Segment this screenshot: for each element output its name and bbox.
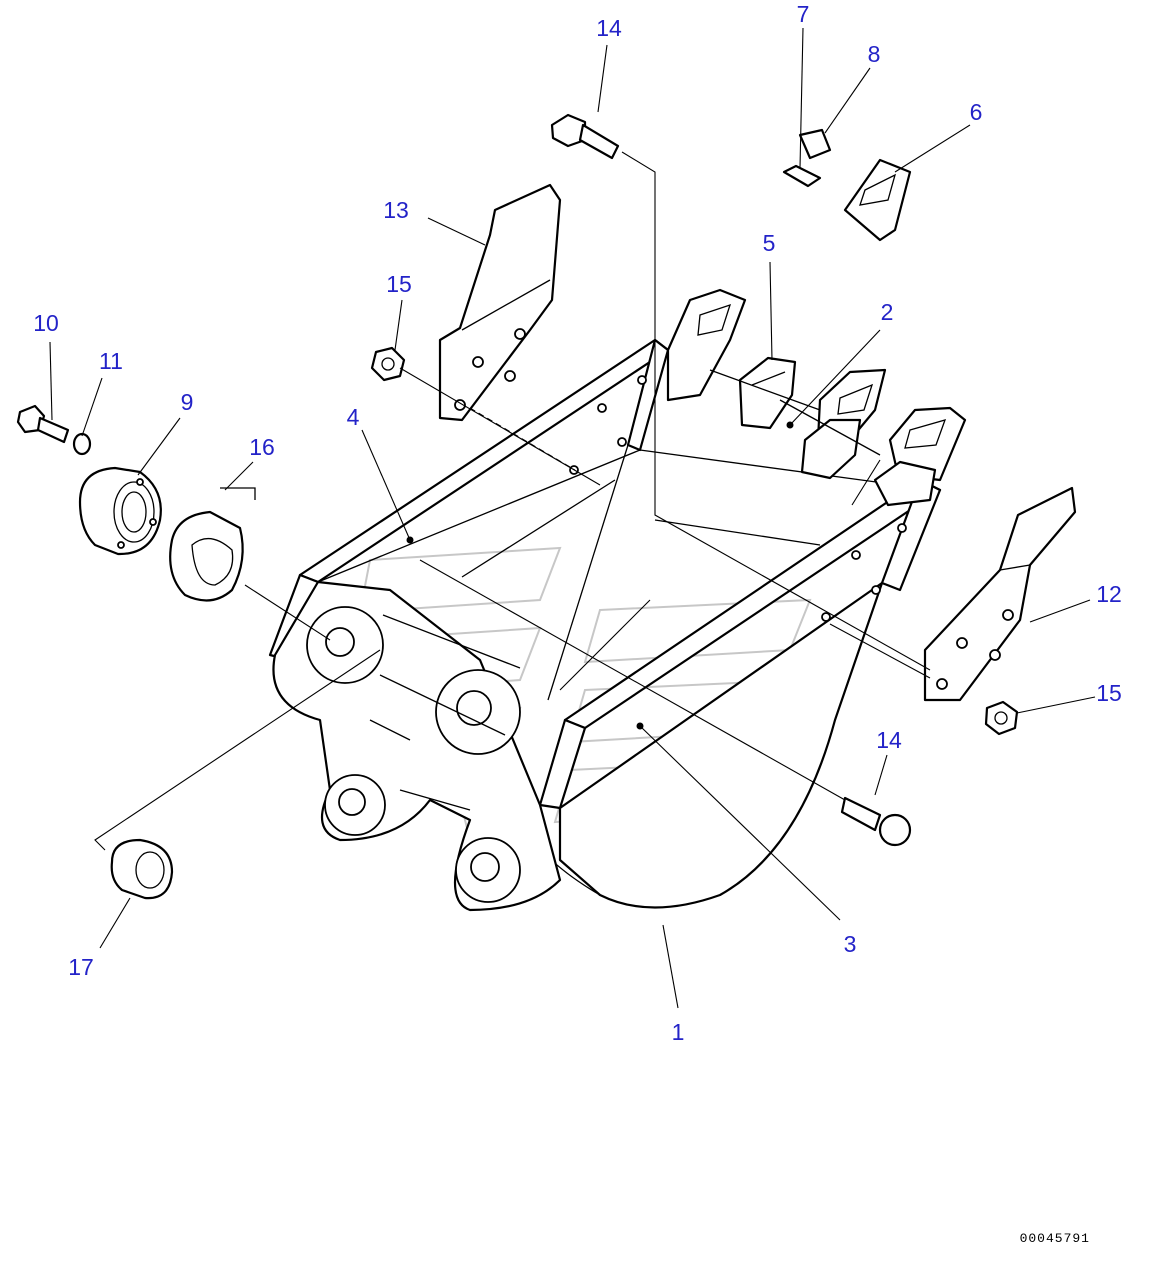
drawing-number: 00045791 (1020, 1231, 1090, 1246)
washer-11 (72, 432, 92, 456)
leader-lines (49, 27, 1096, 1009)
leader-dot-4 (406, 536, 414, 544)
tooth-point-6 (843, 158, 912, 242)
callout-2: 2 (881, 299, 894, 325)
callout-4: 4 (347, 404, 360, 430)
side-cutter-right (923, 486, 1077, 702)
nut-15-bottom (984, 700, 1019, 736)
leader-dot-2 (786, 421, 794, 429)
callout-3: 3 (844, 931, 857, 957)
shims-16 (169, 487, 256, 602)
callout-1: 1 (672, 1019, 685, 1045)
callout-10: 10 (33, 310, 59, 336)
callout-12: 12 (1096, 581, 1122, 607)
callout-13: 13 (383, 197, 409, 223)
side-cutter-left (438, 183, 562, 422)
callout-9: 9 (181, 389, 194, 415)
callout-16: 16 (249, 434, 275, 460)
callout-14-top: 14 (596, 15, 622, 41)
callout-15-bottom: 15 (1096, 680, 1122, 706)
callout-6: 6 (970, 99, 983, 125)
bolt-14-top (550, 113, 620, 160)
nut-15-top (370, 346, 406, 382)
bolt-14-bottom (840, 796, 912, 847)
callout-labels: 1 2 3 4 5 6 7 8 9 10 11 12 13 14 14 15 1… (33, 1, 1122, 1045)
callout-11: 11 (99, 348, 123, 374)
leader-dot-3 (636, 722, 644, 730)
bucket-teeth (666, 288, 967, 507)
callout-17: 17 (68, 954, 94, 980)
callout-15-top: 15 (386, 271, 412, 297)
callout-7: 7 (797, 1, 810, 27)
collar-9 (78, 466, 162, 556)
pin-and-lock (782, 128, 832, 188)
callout-5: 5 (763, 230, 776, 256)
callout-8: 8 (868, 41, 881, 67)
bushing-17 (110, 838, 174, 900)
callout-14-bottom: 14 (876, 727, 902, 753)
bucket-body (268, 338, 942, 912)
bolt-10 (16, 404, 70, 444)
